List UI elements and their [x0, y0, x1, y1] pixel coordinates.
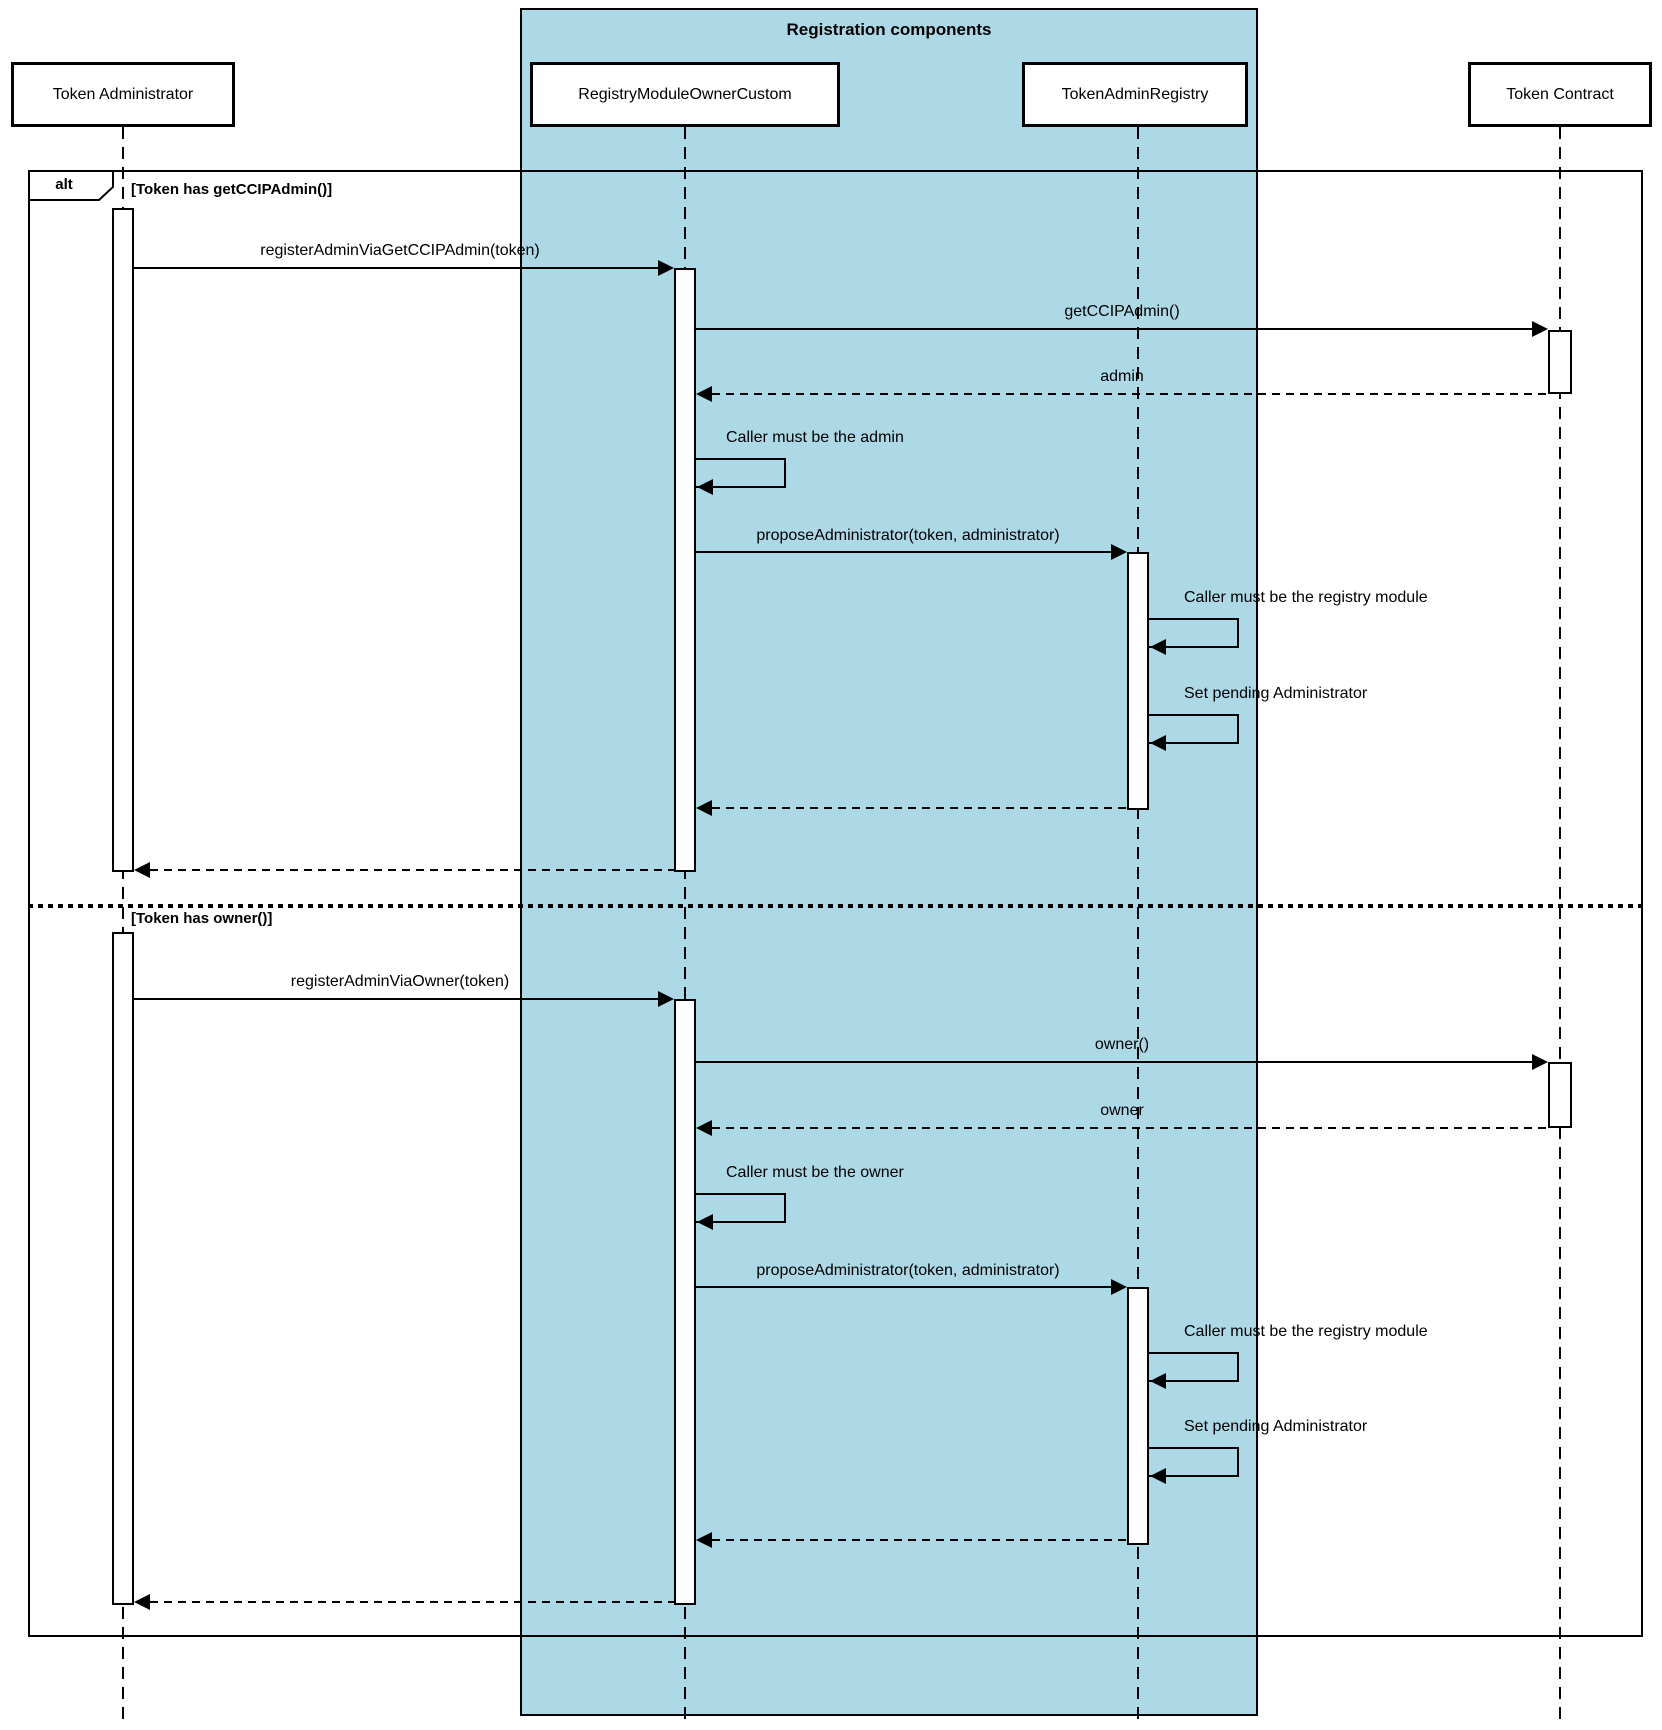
- arrowhead-icon: [1150, 639, 1166, 655]
- arrowhead-icon: [697, 1214, 713, 1230]
- arrowhead-icon: [696, 1120, 712, 1136]
- message-propose-admin-1-line: [696, 551, 1113, 553]
- message-register-owner-line: [134, 998, 660, 1000]
- return-tar-rmoc-1-line: [712, 807, 1127, 809]
- message-propose-admin-2-line: [696, 1286, 1113, 1288]
- arrowhead-icon: [1532, 1054, 1548, 1070]
- alt-divider: [28, 904, 1643, 908]
- activation-registry-module-2: [674, 999, 696, 1605]
- arrowhead-icon: [696, 800, 712, 816]
- arrowhead-icon: [1111, 1279, 1127, 1295]
- arrowhead-icon: [1532, 321, 1548, 337]
- arrowhead-icon: [1150, 735, 1166, 751]
- lifeline-registry-module-owner-custom: [684, 127, 686, 1722]
- lifeline-token-contract: [1559, 127, 1561, 1722]
- message-register-ccip-label: registerAdminViaGetCCIPAdmin(token): [260, 242, 540, 259]
- arrowhead-icon: [134, 862, 150, 878]
- activation-token-contract-2: [1548, 1062, 1572, 1128]
- activation-token-admin-registry-1: [1127, 552, 1149, 810]
- participant-token-administrator: Token Administrator: [11, 62, 235, 127]
- message-caller-registry-1-label: Caller must be the registry module: [1184, 589, 1428, 606]
- message-set-pending-2-label: Set pending Administrator: [1184, 1418, 1368, 1435]
- participant-label: Token Contract: [1506, 85, 1614, 103]
- self-message-caller-owner-loop: [696, 1193, 786, 1223]
- message-register-ccip-line: [134, 267, 660, 269]
- return-rmoc-ta-1-line: [150, 869, 674, 871]
- self-message-set-pending-1-loop: [1149, 714, 1239, 744]
- activation-registry-module-1: [674, 268, 696, 872]
- message-get-ccip-admin-label: getCCIPAdmin(): [1064, 303, 1180, 320]
- message-owner-return-label: owner: [1100, 1102, 1144, 1119]
- arrowhead-icon: [697, 479, 713, 495]
- alt-fragment-frame: [28, 170, 1643, 1637]
- self-message-set-pending-2-loop: [1149, 1447, 1239, 1477]
- arrowhead-icon: [1150, 1468, 1166, 1484]
- message-owner-call-label: owner(): [1094, 1036, 1150, 1053]
- message-caller-admin-label: Caller must be the admin: [726, 429, 904, 446]
- message-caller-owner-label: Caller must be the owner: [726, 1164, 904, 1181]
- arrowhead-icon: [658, 260, 674, 276]
- message-register-owner-label: registerAdminViaOwner(token): [290, 973, 510, 990]
- participant-registry-module-owner-custom: RegistryModuleOwnerCustom: [530, 62, 840, 127]
- lifeline-token-administrator: [122, 127, 124, 1722]
- arrowhead-icon: [696, 386, 712, 402]
- message-propose-admin-2-label: proposeAdministrator(token, administrato…: [756, 1262, 1060, 1279]
- arrowhead-icon: [696, 1532, 712, 1548]
- arrowhead-icon: [658, 991, 674, 1007]
- message-admin-return-line: [712, 393, 1548, 395]
- activation-token-administrator-1: [112, 208, 134, 872]
- self-message-caller-admin-loop: [696, 458, 786, 488]
- message-owner-return-line: [712, 1127, 1548, 1129]
- participant-label: Token Administrator: [52, 85, 194, 103]
- guard-token-has-getccipadmin: [Token has getCCIPAdmin()]: [131, 181, 333, 198]
- alt-pentagon-shape: [28, 170, 114, 201]
- message-caller-registry-2-label: Caller must be the registry module: [1184, 1323, 1428, 1340]
- arrowhead-icon: [1111, 544, 1127, 560]
- participant-token-admin-registry: TokenAdminRegistry: [1022, 62, 1248, 127]
- self-message-caller-registry-1-loop: [1149, 618, 1239, 648]
- participant-label: TokenAdminRegistry: [1061, 85, 1209, 103]
- lifeline-token-admin-registry: [1137, 127, 1139, 1722]
- message-propose-admin-1-label: proposeAdministrator(token, administrato…: [756, 527, 1060, 544]
- return-tar-rmoc-2-line: [712, 1539, 1127, 1541]
- message-admin-return-label: admin: [1100, 368, 1144, 385]
- return-rmoc-ta-2-line: [150, 1601, 674, 1603]
- activation-token-contract-1: [1548, 330, 1572, 394]
- message-get-ccip-admin-line: [696, 328, 1534, 330]
- self-message-caller-registry-2-loop: [1149, 1352, 1239, 1382]
- activation-token-admin-registry-2: [1127, 1287, 1149, 1545]
- participant-token-contract: Token Contract: [1468, 62, 1652, 127]
- participant-label: RegistryModuleOwnerCustom: [578, 85, 792, 103]
- registration-components-title: Registration components: [786, 20, 992, 39]
- alt-operator-label: alt: [55, 176, 73, 193]
- alt-operator-pentagon: alt: [28, 170, 114, 201]
- activation-token-administrator-2: [112, 932, 134, 1605]
- guard-token-has-owner: [Token has owner()]: [131, 910, 273, 927]
- arrowhead-icon: [1150, 1373, 1166, 1389]
- arrowhead-icon: [134, 1594, 150, 1610]
- message-owner-call-line: [696, 1061, 1534, 1063]
- message-set-pending-1-label: Set pending Administrator: [1184, 685, 1368, 702]
